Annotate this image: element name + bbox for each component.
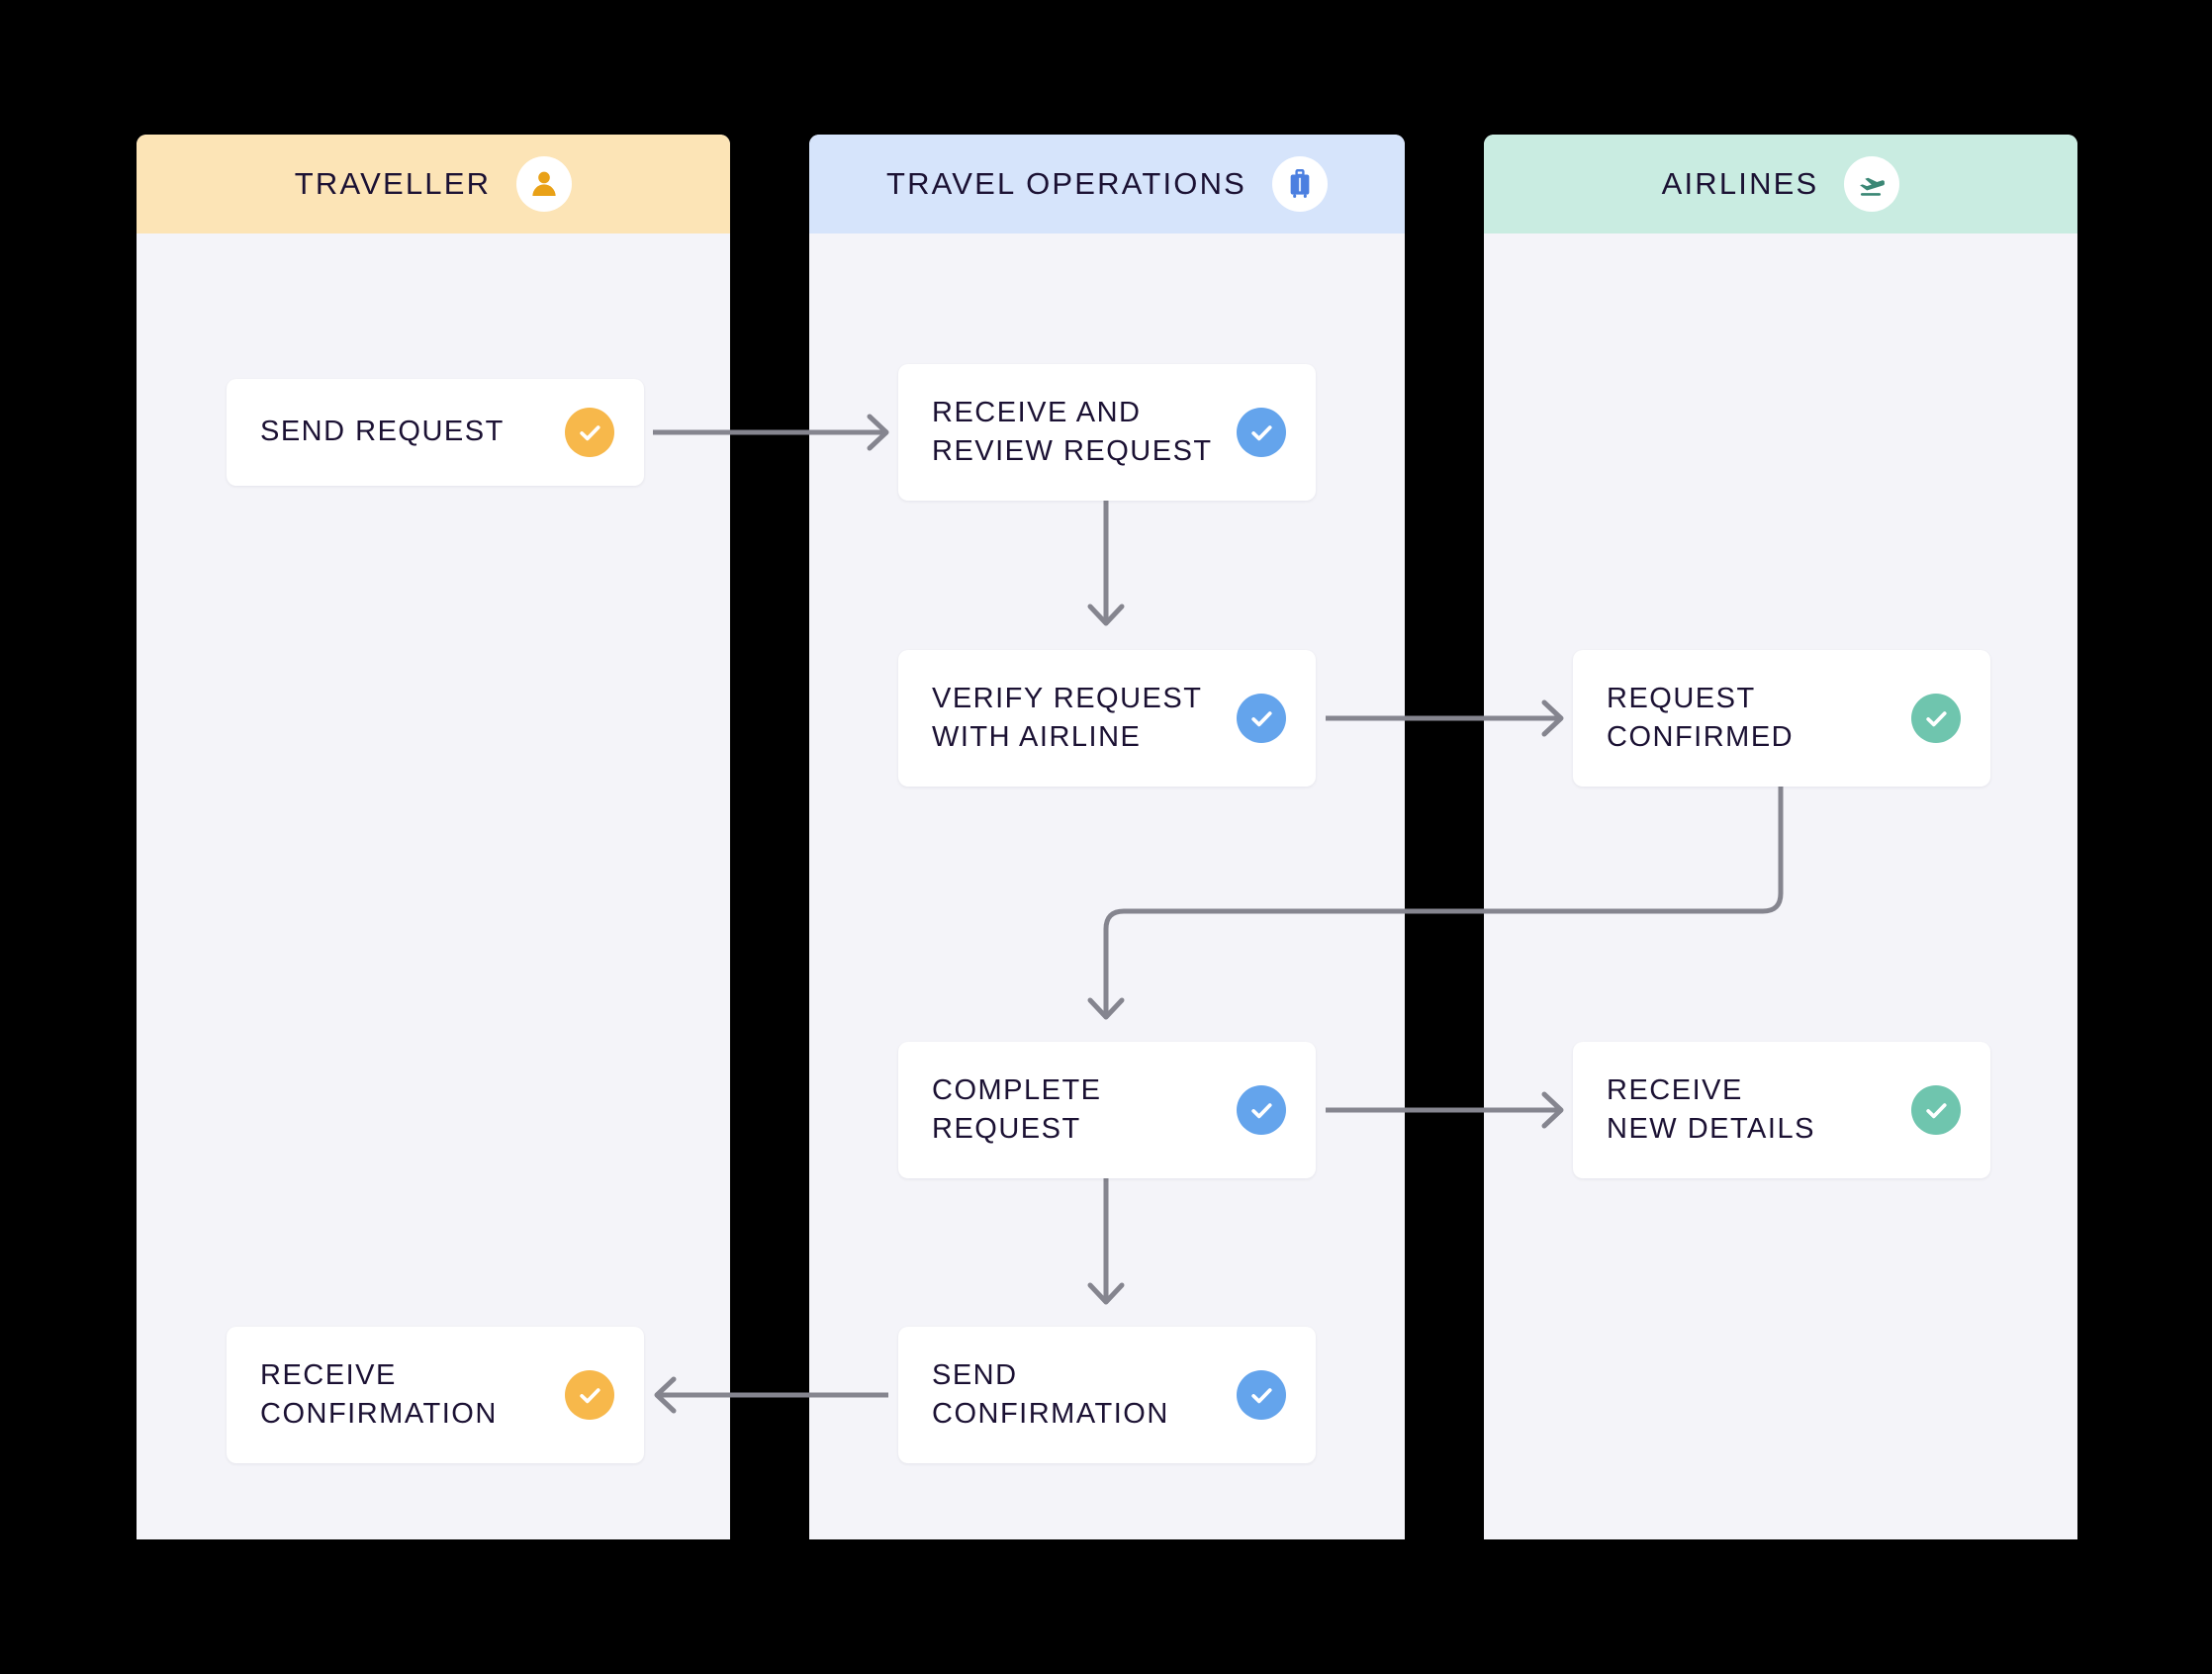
step-label-receive-new-details: RECEIVE NEW DETAILS bbox=[1607, 1073, 1815, 1145]
step-card-verify-request[interactable]: VERIFY REQUEST WITH AIRLINE bbox=[898, 650, 1316, 787]
step-card-receive-new-details[interactable]: RECEIVE NEW DETAILS bbox=[1573, 1042, 1990, 1178]
step-card-request-confirmed[interactable]: REQUEST CONFIRMED bbox=[1573, 650, 1990, 787]
step-card-send-request[interactable]: SEND REQUEST bbox=[227, 379, 644, 486]
step-label-request-confirmed: REQUEST CONFIRMED bbox=[1607, 682, 1795, 753]
step-card-complete-request[interactable]: COMPLETE REQUEST bbox=[898, 1042, 1316, 1178]
step-label-verify-request: VERIFY REQUEST WITH AIRLINE bbox=[932, 682, 1203, 753]
step-card-send-confirmation[interactable]: SEND CONFIRMATION bbox=[898, 1327, 1316, 1463]
check-circle-icon bbox=[565, 1370, 614, 1420]
step-label-complete-request: COMPLETE REQUEST bbox=[932, 1073, 1102, 1145]
check-circle-icon bbox=[1237, 1085, 1286, 1135]
check-circle-icon bbox=[1237, 694, 1286, 743]
lane-header-airlines: AIRLINES bbox=[1484, 135, 2077, 233]
lane-header-travel-operations: TRAVEL OPERATIONS bbox=[809, 135, 1405, 233]
person-icon bbox=[516, 156, 573, 212]
check-circle-icon bbox=[565, 408, 614, 457]
step-label-send-request: SEND REQUEST bbox=[260, 416, 505, 448]
step-label-receive-confirmation: RECEIVE CONFIRMATION bbox=[260, 1358, 498, 1430]
airplane-takeoff-icon bbox=[1844, 156, 1900, 212]
lane-title-traveller: TRAVELLER bbox=[294, 166, 492, 201]
step-label-receive-review: RECEIVE AND REVIEW REQUEST bbox=[932, 396, 1213, 467]
lane-traveller: TRAVELLER bbox=[137, 135, 730, 1539]
check-circle-icon bbox=[1911, 694, 1961, 743]
lane-airlines: AIRLINES bbox=[1484, 135, 2077, 1539]
check-circle-icon bbox=[1237, 408, 1286, 457]
step-card-receive-confirmation[interactable]: RECEIVE CONFIRMATION bbox=[227, 1327, 644, 1463]
check-circle-icon bbox=[1237, 1370, 1286, 1420]
lane-title-airlines: AIRLINES bbox=[1661, 166, 1819, 201]
step-label-send-confirmation: SEND CONFIRMATION bbox=[932, 1358, 1169, 1430]
lane-title-travel-operations: TRAVEL OPERATIONS bbox=[885, 166, 1247, 201]
lane-header-traveller: TRAVELLER bbox=[137, 135, 730, 233]
step-card-receive-review[interactable]: RECEIVE AND REVIEW REQUEST bbox=[898, 364, 1316, 501]
suitcase-icon bbox=[1272, 156, 1329, 212]
check-circle-icon bbox=[1911, 1085, 1961, 1135]
